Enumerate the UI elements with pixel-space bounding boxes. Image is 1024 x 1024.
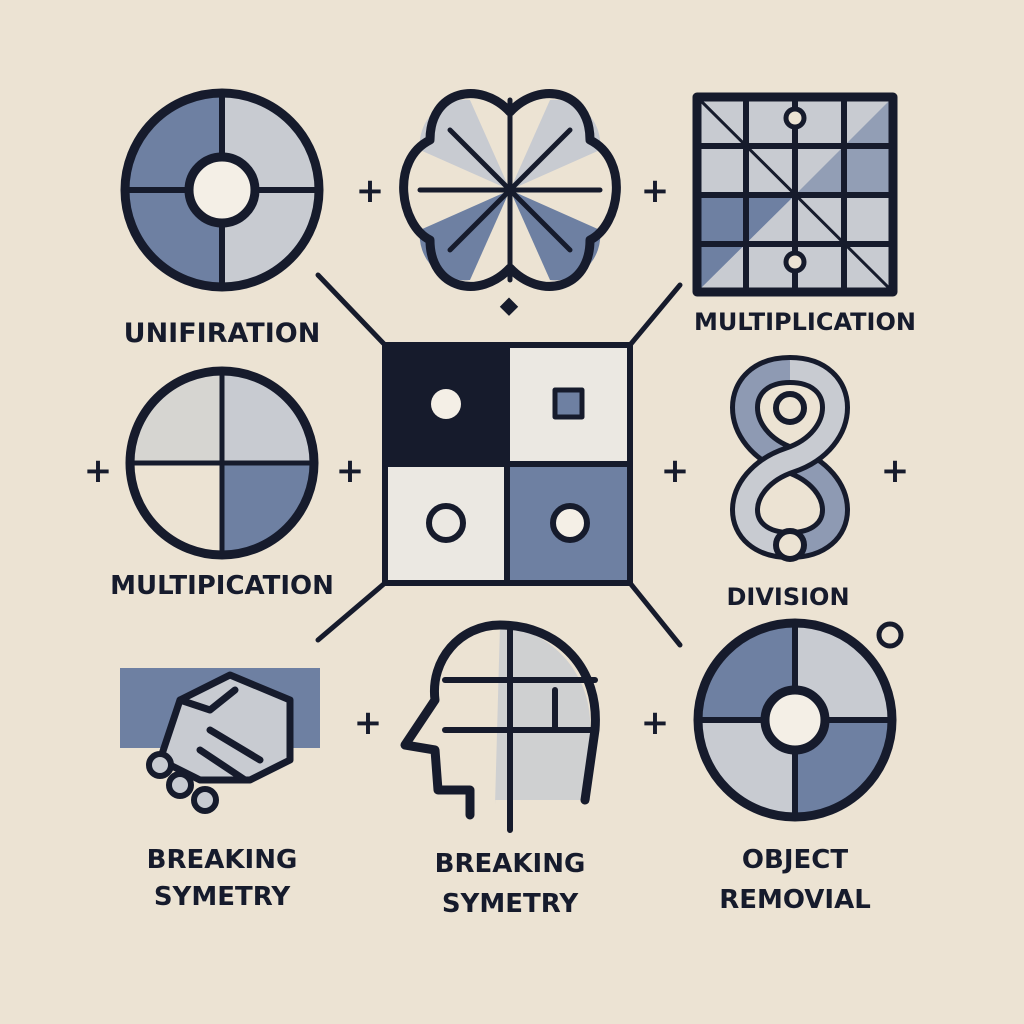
clover-icon <box>399 89 621 291</box>
quartered-circle-mid-icon <box>125 366 319 560</box>
plus-icon: + <box>641 171 670 211</box>
plus-icon: + <box>641 703 670 743</box>
head-profile-icon <box>400 620 600 833</box>
label-breaking-2b: SYMETRY <box>442 889 580 919</box>
handshake-icon <box>120 668 320 814</box>
label-breaking-1b: SYMETRY <box>154 882 292 912</box>
connector-lines <box>315 272 683 648</box>
plus-icon: + <box>354 703 383 743</box>
quartered-circle-bottom-icon <box>693 618 897 822</box>
plus-icon: + <box>661 451 690 491</box>
label-division: DIVISION <box>726 583 849 611</box>
small-circle-icon <box>876 621 904 649</box>
plus-icon: + <box>356 171 385 211</box>
label-breaking-1a: BREAKING <box>147 845 298 875</box>
grid-square-icon <box>692 92 898 297</box>
diamond-icon <box>499 297 519 316</box>
plus-operators: + + + + + + + + <box>84 171 910 743</box>
double-helix-icon <box>730 355 850 562</box>
label-removal: REMOVIAL <box>719 885 871 915</box>
plus-icon: + <box>881 451 910 491</box>
quartered-circle-icon <box>120 88 324 292</box>
label-multiplication-top: MULTIPLICATION <box>694 308 916 336</box>
plus-icon: + <box>84 451 113 491</box>
label-unification: UNIFIRATION <box>124 318 321 349</box>
plus-icon: + <box>336 451 365 491</box>
label-multipication: MULTIPICATION <box>110 571 334 601</box>
label-breaking-2a: BREAKING <box>435 849 586 879</box>
center-quad-square-icon <box>382 342 633 586</box>
label-object: OBJECT <box>742 845 848 875</box>
